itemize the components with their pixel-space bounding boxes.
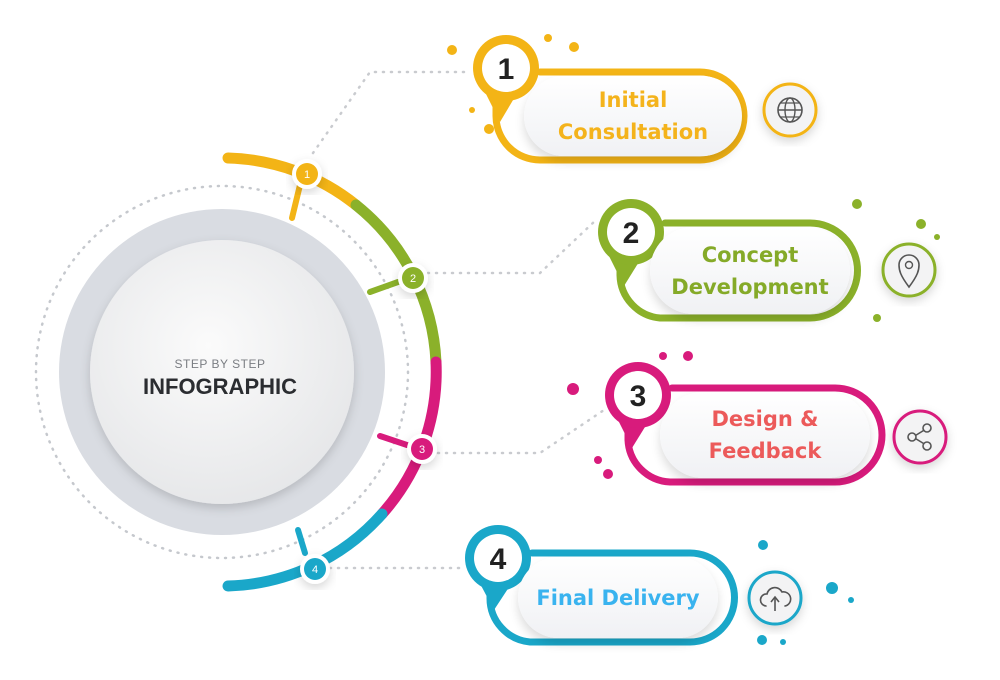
step-2-frame: 2 <box>598 199 940 322</box>
step-1-number: 1 <box>498 53 515 86</box>
step-4-label-box: Final Delivery <box>518 557 718 638</box>
node-ticks <box>289 182 410 556</box>
step-4-label: Final Delivery <box>536 585 700 610</box>
arc-node-2-number: 2 <box>410 273 416 285</box>
center-subtitle: STEP BY STEP <box>174 357 266 371</box>
connector-lines <box>311 70 606 570</box>
step-1-label: Initial Consultation <box>557 88 709 144</box>
step-4-number: 4 <box>490 543 507 576</box>
connector-3 <box>436 408 606 455</box>
step-1-frame: 1 <box>447 34 748 164</box>
step-1-label-box: Initial Consultation <box>524 76 742 156</box>
cloud-upload-icon <box>747 570 803 626</box>
arc-node-4-number: 4 <box>312 564 318 576</box>
step-2-label: Concept Development <box>671 242 829 299</box>
step-4-frame: 4 <box>465 525 854 646</box>
arc-node-2: 2 <box>398 263 428 293</box>
step-2-number: 2 <box>623 217 640 250</box>
arc-segment-1 <box>222 152 362 211</box>
step-3-frame: 3 <box>567 351 886 486</box>
location-pin-icon <box>881 242 937 298</box>
step-3-label: Design & Feedback <box>708 407 822 463</box>
globe-icon <box>762 82 818 138</box>
share-icon <box>892 409 948 465</box>
center-circle <box>34 184 410 560</box>
arc-node-3: 3 <box>407 434 437 464</box>
step-2-label-box: Concept Development <box>650 227 850 314</box>
arc-node-3-number: 3 <box>419 444 425 456</box>
step-3-number: 3 <box>630 380 647 413</box>
step-3-label-box: Design & Feedback <box>660 392 870 478</box>
arc-node-1: 1 <box>292 159 322 189</box>
connector-2 <box>426 218 598 275</box>
arc-node-1-number: 1 <box>304 169 310 181</box>
arc-node-4: 4 <box>300 554 330 584</box>
connector-1 <box>311 70 467 155</box>
center-title: INFOGRAPHIC <box>143 374 297 399</box>
